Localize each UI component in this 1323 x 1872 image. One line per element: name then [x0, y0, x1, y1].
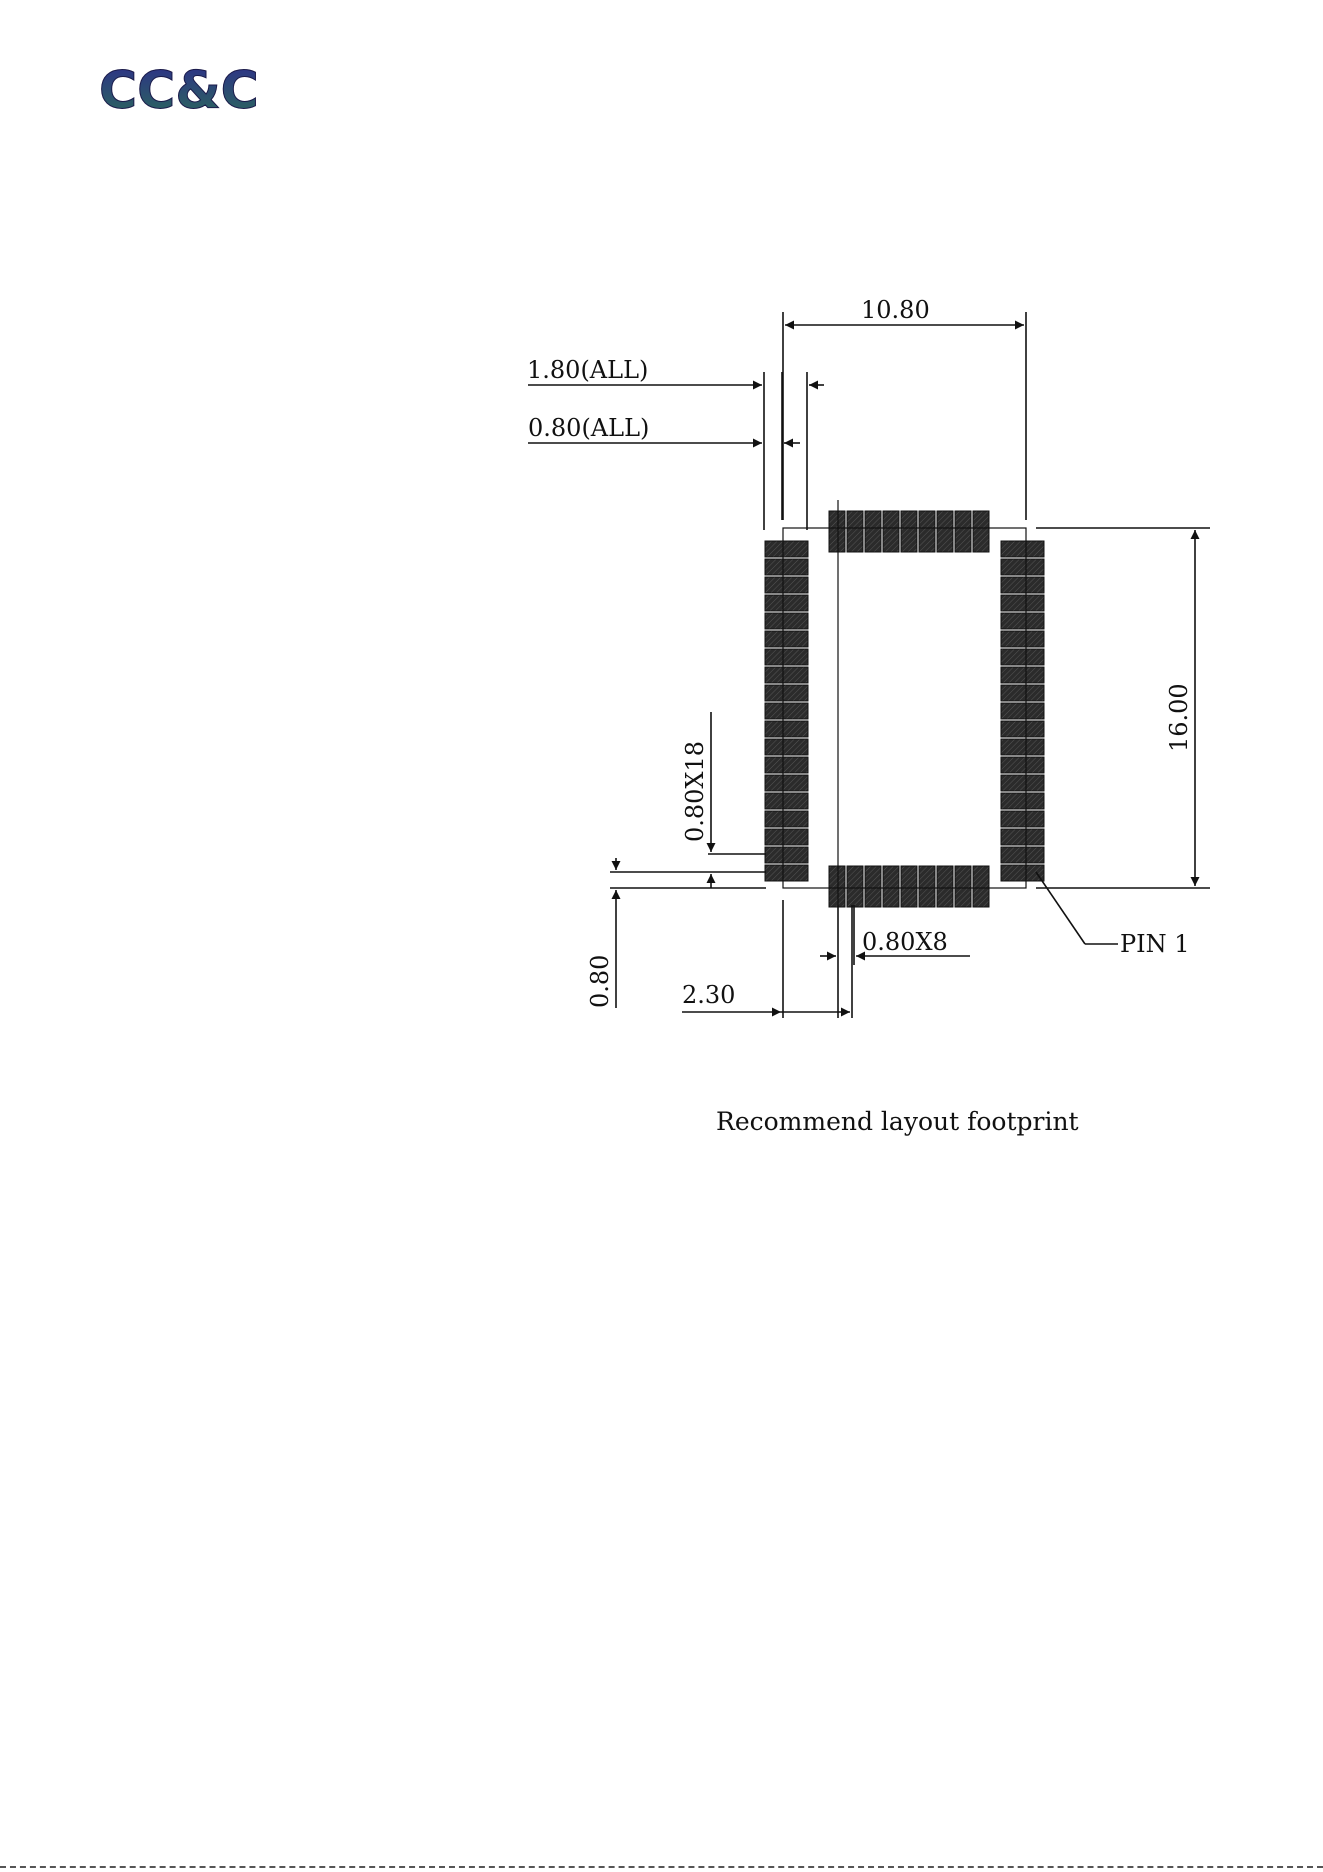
top-pad — [973, 511, 989, 552]
dim-corner-y-label: 0.80 — [586, 955, 614, 1008]
left-pad — [765, 829, 808, 845]
right-pad — [1001, 811, 1044, 827]
dim-top-pitch-label: 0.80X8 — [862, 928, 948, 956]
left-pad — [765, 793, 808, 809]
pin1-label: PIN 1 — [1120, 930, 1190, 958]
right-pad — [1001, 631, 1044, 647]
left-pad — [765, 667, 808, 683]
dim-pad-width-label: 0.80(ALL) — [528, 414, 649, 442]
left-pad — [765, 631, 808, 647]
footprint-drawing: 10.80 1.80(ALL) 0.80(ALL) 16.00 0.80X18 … — [0, 0, 1323, 1160]
left-pad — [765, 685, 808, 701]
left-pad — [765, 739, 808, 755]
bottom-pad-row — [829, 866, 989, 907]
right-pad — [1001, 793, 1044, 809]
package-outline — [783, 528, 1026, 888]
bottom-pad — [955, 866, 971, 907]
left-pad — [765, 703, 808, 719]
dim-height-label: 16.00 — [1165, 683, 1193, 752]
bottom-pad — [829, 866, 845, 907]
right-pad — [1001, 667, 1044, 683]
left-pad — [765, 811, 808, 827]
left-pad — [765, 775, 808, 791]
page-bottom-rule — [0, 1866, 1323, 1868]
right-pad — [1001, 577, 1044, 593]
left-pad — [765, 559, 808, 575]
bottom-pad — [901, 866, 917, 907]
diagram-caption: Recommend layout footprint — [716, 1107, 1079, 1136]
right-pad — [1001, 739, 1044, 755]
right-pad — [1001, 685, 1044, 701]
top-pad — [919, 511, 935, 552]
right-pad-column — [1001, 541, 1044, 881]
dim-corner-x-label: 2.30 — [682, 981, 735, 1009]
right-pad — [1001, 829, 1044, 845]
top-pad — [865, 511, 881, 552]
left-pad — [765, 613, 808, 629]
left-pad — [765, 595, 808, 611]
left-pad-column — [765, 541, 808, 881]
bottom-pad — [847, 866, 863, 907]
right-pad — [1001, 847, 1044, 863]
left-pad — [765, 847, 808, 863]
right-pad — [1001, 703, 1044, 719]
right-pad — [1001, 757, 1044, 773]
dim-width-label: 10.80 — [861, 296, 930, 324]
top-pad — [937, 511, 953, 552]
left-pad — [765, 757, 808, 773]
bottom-pad — [883, 866, 899, 907]
top-pad — [883, 511, 899, 552]
right-pad — [1001, 613, 1044, 629]
pin1-leader — [1036, 872, 1085, 944]
left-pad — [765, 721, 808, 737]
right-pad — [1001, 775, 1044, 791]
bottom-pad — [937, 866, 953, 907]
left-pad — [765, 865, 808, 881]
right-pad — [1001, 721, 1044, 737]
top-pad — [829, 511, 845, 552]
left-pad — [765, 541, 808, 557]
top-pad — [955, 511, 971, 552]
right-pad — [1001, 649, 1044, 665]
right-pad — [1001, 595, 1044, 611]
top-pad-row — [829, 511, 989, 552]
left-pad — [765, 649, 808, 665]
bottom-pad — [919, 866, 935, 907]
bottom-pad — [973, 866, 989, 907]
right-pad — [1001, 541, 1044, 557]
right-pad — [1001, 559, 1044, 575]
top-pad — [847, 511, 863, 552]
dim-side-pitch-label: 0.80X18 — [681, 741, 709, 842]
dim-pad-length-label: 1.80(ALL) — [527, 356, 648, 384]
top-pad — [901, 511, 917, 552]
left-pad — [765, 577, 808, 593]
bottom-pad — [865, 866, 881, 907]
